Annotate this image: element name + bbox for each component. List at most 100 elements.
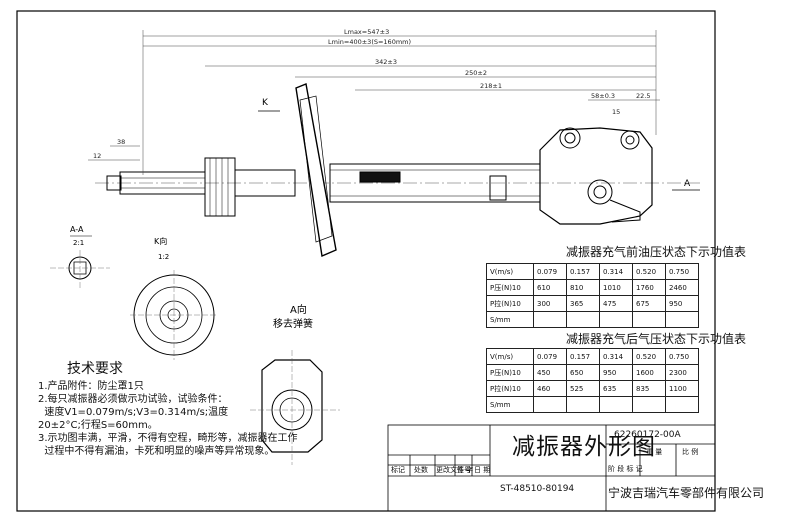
table-row: V(m/s) 0.079 0.157 0.314 0.520 0.750 (486, 348, 699, 365)
table-cell: 1010 (599, 279, 633, 296)
sheet-border (16, 10, 716, 512)
table-cell: 2300 (665, 364, 699, 381)
dim-lmin: Lmin=400±3(S=160mm) (328, 38, 411, 46)
tb-label-count: 处数 (414, 466, 428, 474)
table-cell: 0.079 (533, 348, 567, 365)
table2-title: 减振器充气后气压状态下示功值表 (566, 332, 747, 346)
view-markers: K A (258, 98, 700, 191)
section-aa-scale: 2:1 (73, 239, 84, 247)
tech-req-line: 1.产品附件：防尘罩1只 (38, 381, 144, 392)
table-cell: P压(N)10 (486, 364, 534, 381)
part-number: ST-48510-80194 (500, 484, 575, 494)
tech-req-lines: 1.产品附件：防尘罩1只 2.每只减振器必须做示功试验，试验条件： 速度V1=0… (38, 380, 298, 458)
tb-label-change: 更改文件号 (436, 466, 471, 474)
table-cell: 0.079 (533, 263, 567, 280)
view-a-subtitle: 移去弹簧 (273, 317, 313, 330)
table-cell (599, 396, 633, 413)
tech-req-title: 技术要求 (67, 361, 123, 377)
table-cell (533, 396, 567, 413)
dim-22: 22.5 (636, 92, 650, 100)
table-cell: 0.314 (599, 348, 633, 365)
tb-label-scale: 比 例 (682, 448, 699, 456)
table-cell (632, 396, 666, 413)
company-name: 宁波吉瑞汽车零部件有限公司 (608, 486, 765, 500)
section-aa: A-A 2:1 (50, 225, 110, 290)
table-cell: S/mm (486, 396, 534, 413)
tech-req-line: 3.示功图丰满，平滑，不得有空程，畸形等，减振器在工作 (38, 433, 298, 444)
dim-250: 250±2 (465, 69, 487, 77)
tb-label-weight: 重 量 (646, 448, 663, 456)
section-aa-label: A-A (70, 225, 84, 234)
table-row: P压(N)10 610 810 1010 1760 2460 (486, 279, 699, 296)
dim-218: 218±1 (480, 82, 502, 90)
table-cell: V(m/s) (486, 263, 534, 280)
table1-title: 减振器充气前油压状态下示功值表 (566, 245, 747, 259)
table-cell (665, 311, 699, 328)
table-cell: 0.750 (665, 263, 699, 280)
detail-k-label: K向 (154, 236, 167, 246)
table-cell: S/mm (486, 311, 534, 328)
detail-k-view: K向 1:2 (130, 236, 218, 360)
table-cell: 675 (632, 295, 666, 312)
table-row: P压(N)10 450 650 950 1600 2300 (486, 364, 699, 381)
table-row: S/mm (486, 311, 699, 328)
perf-table-1: V(m/s) 0.079 0.157 0.314 0.520 0.750 P压(… (486, 263, 699, 328)
tech-req-line: 过程中不得有漏油，卡死和明显的噪声等异常现象。 (38, 446, 275, 457)
shock-absorber-side-view (106, 83, 653, 257)
table-row: P拉(N)10 300 365 475 675 950 (486, 295, 699, 312)
table-cell: 0.520 (632, 348, 666, 365)
table-cell: 450 (533, 364, 567, 381)
table-cell: 0.750 (665, 348, 699, 365)
dimension-texts: Lmax=547±3 Lmin=400±3(S=160mm) 342±3 250… (93, 28, 650, 160)
table-cell: 635 (599, 380, 633, 397)
dim-12: 12 (93, 152, 101, 160)
table-cell: 0.314 (599, 263, 633, 280)
table-cell: 610 (533, 279, 567, 296)
table-cell: 1600 (632, 364, 666, 381)
dim-lmax: Lmax=547±3 (344, 28, 389, 36)
table-cell: 525 (566, 380, 600, 397)
table-row: V(m/s) 0.079 0.157 0.314 0.520 0.750 (486, 263, 699, 280)
detail-k-scale: 1:2 (158, 253, 169, 261)
table-cell: 950 (599, 364, 633, 381)
table-cell (665, 396, 699, 413)
tb-label-date: 日 期 (474, 466, 491, 474)
tb-label-sign: 签 字 (457, 466, 474, 474)
table-cell: 950 (665, 295, 699, 312)
title-block (387, 424, 716, 512)
table-cell (599, 311, 633, 328)
table-cell: 835 (632, 380, 666, 397)
table-cell: P压(N)10 (486, 279, 534, 296)
tech-req-line: 20±2°C;行程S=60mm。 (38, 420, 158, 431)
tech-req-line: 速度V1=0.079m/s;V3=0.314m/s;温度 (38, 407, 229, 418)
table-cell: 365 (566, 295, 600, 312)
table-cell: P拉(N)10 (486, 295, 534, 312)
table-cell: P拉(N)10 (486, 380, 534, 397)
tb-label-stage: 阶 段 标 记 (608, 465, 643, 473)
table-cell: 300 (533, 295, 567, 312)
table-cell: 0.157 (566, 263, 600, 280)
table-cell: 1760 (632, 279, 666, 296)
table-cell (632, 311, 666, 328)
table-cell (566, 311, 600, 328)
table-cell: 2460 (665, 279, 699, 296)
part-name-title: 减振器外形图 (512, 434, 656, 460)
table-cell (566, 396, 600, 413)
table-cell: 810 (566, 279, 600, 296)
view-a-spring-removed: A向 移去弹簧 (250, 303, 340, 465)
view-k-label: K (262, 98, 269, 108)
perf-table-2: V(m/s) 0.079 0.157 0.314 0.520 0.750 P压(… (486, 348, 699, 413)
table-cell: 0.520 (632, 263, 666, 280)
tb-label-mark: 标记 (391, 466, 405, 474)
table-row: S/mm (486, 396, 699, 413)
table-cell: V(m/s) (486, 348, 534, 365)
dimension-lines (88, 30, 660, 175)
table-cell: 650 (566, 364, 600, 381)
view-a-label: A (684, 179, 691, 189)
dim-58: 58±0.3 (591, 92, 615, 100)
table-row: P拉(N)10 460 525 635 835 1100 (486, 380, 699, 397)
dim-38: 38 (117, 138, 125, 146)
tech-req-line: 2.每只减振器必须做示功试验，试验条件： (38, 394, 228, 405)
table-cell: 1100 (665, 380, 699, 397)
